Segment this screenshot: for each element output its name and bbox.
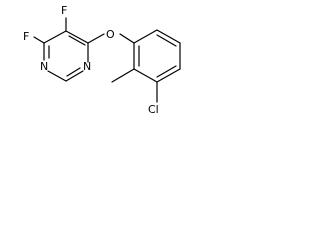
bond-o-c1 — [119, 33, 135, 44]
pyrimidine-ring — [43, 30, 89, 82]
bond-c6-o — [87, 33, 105, 44]
bond-c2-n1-double — [66, 67, 81, 77]
bond-c3-c4 — [156, 68, 181, 83]
bond-c3-c4-double — [156, 65, 177, 78]
fluorine-left-label: F — [23, 30, 29, 43]
substituent-bonds — [33, 17, 135, 44]
bond-c4-c5 — [43, 30, 67, 44]
bond-c2-c3 — [133, 68, 158, 83]
fluorine-top-label: F — [61, 4, 67, 17]
chlorine-label: Cl — [148, 103, 159, 116]
bond-c2-n1 — [65, 70, 84, 82]
structure-canvas: F F O N N Cl — [0, 0, 203, 137]
nitrogen-n1-label: N — [83, 60, 91, 73]
bond-c4-f — [33, 36, 45, 44]
bond-c5-c6 — [65, 30, 89, 44]
bond-c6-c1 — [133, 29, 158, 44]
bond-methyl — [111, 68, 135, 83]
benzene-ring — [133, 29, 181, 83]
nitrogen-n3-label: N — [40, 60, 48, 73]
molecule-diagram: F F O N N Cl — [23, 4, 181, 116]
benzene-substituents — [111, 68, 158, 103]
bond-c5-c6b — [156, 29, 181, 44]
oxygen-label: O — [106, 28, 115, 41]
bond-n3-c2 — [47, 70, 67, 82]
bond-c5-c6b-double — [156, 34, 177, 47]
bond-c5-c6-double — [68, 35, 86, 46]
